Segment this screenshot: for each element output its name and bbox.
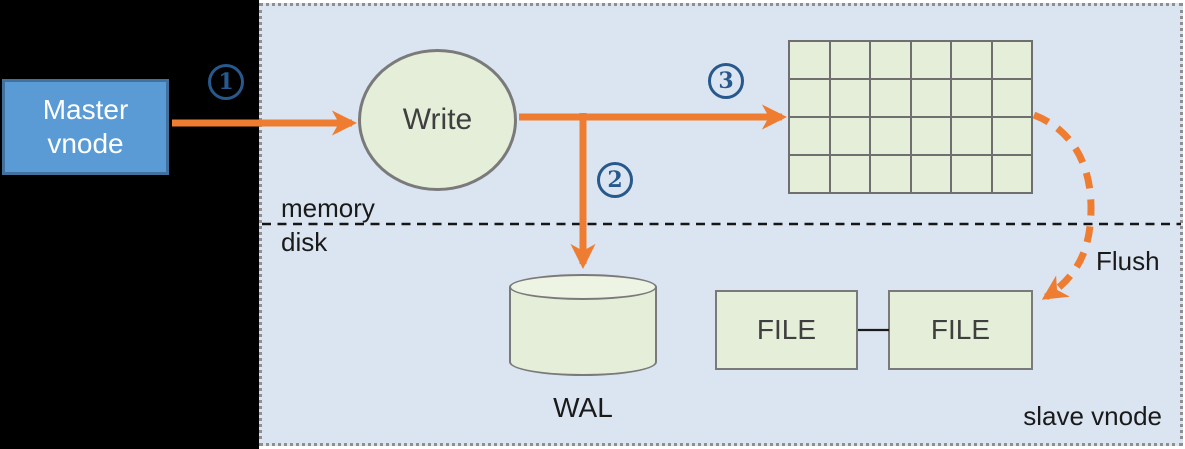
mem-table-cell: [790, 42, 829, 78]
mem-table-cell: [790, 156, 829, 192]
file-box-1: FILE: [715, 290, 858, 370]
mem-table-cell: [911, 156, 950, 192]
mem-table-cell: [871, 80, 910, 116]
mem-table-cell: [952, 42, 991, 78]
wal-cylinder-body: [509, 287, 657, 376]
slave-vnode-label: slave vnode: [1023, 401, 1162, 431]
write-node-label: Write: [402, 103, 473, 136]
disk-label: disk: [281, 227, 328, 257]
master-vnode-label-line1: Master: [42, 94, 129, 125]
mem-table-cell: [790, 118, 829, 154]
mem-table-cell: [911, 118, 950, 154]
master-vnode-box: Master vnode: [2, 79, 169, 175]
step-3-badge: 3: [708, 63, 744, 99]
master-vnode-label-line2: vnode: [47, 128, 124, 159]
step-2-badge: 2: [597, 162, 633, 198]
mem-table-cell: [830, 118, 869, 154]
mem-table-cell: [790, 80, 829, 116]
file-box-2: FILE: [888, 290, 1033, 370]
wal-cylinder-top: [509, 274, 657, 300]
file-box-2-label: FILE: [930, 314, 991, 345]
wal-cylinder: [509, 274, 657, 376]
mem-table-cell: [992, 80, 1031, 116]
flush-label: Flush: [1096, 246, 1160, 276]
write-node: Write: [358, 49, 517, 191]
mem-table-cell: [992, 118, 1031, 154]
mem-table-cell: [952, 118, 991, 154]
mem-table-cell: [871, 156, 910, 192]
step-1-badge: 1: [208, 64, 244, 100]
mem-table-cell: [871, 42, 910, 78]
mem-table-cell: [830, 80, 869, 116]
wal-label: WAL: [553, 392, 613, 423]
mem-table-cell: [952, 80, 991, 116]
mem-table-cell: [830, 156, 869, 192]
mem-table-cell: [911, 42, 950, 78]
mem-table-cell: [830, 42, 869, 78]
mem-table-cell: [911, 80, 950, 116]
file-box-1-label: FILE: [756, 314, 817, 345]
mem-table-cell: [871, 118, 910, 154]
memory-label: memory: [281, 193, 375, 223]
mem-table-cell: [952, 156, 991, 192]
mem-table-cell: [992, 42, 1031, 78]
mem-table: [788, 40, 1033, 194]
mem-table-cell: [992, 156, 1031, 192]
